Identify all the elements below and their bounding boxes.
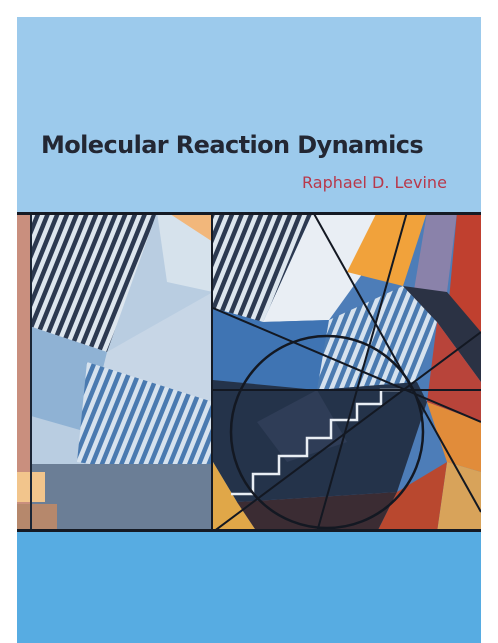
book-author: Raphael D. Levine — [302, 173, 447, 192]
cover-bottom-band — [17, 532, 481, 643]
book-cover: Molecular Reaction Dynamics Raphael D. L… — [17, 17, 481, 643]
book-title: Molecular Reaction Dynamics — [41, 131, 424, 159]
cover-artwork — [17, 212, 481, 532]
art-right-panel — [213, 212, 481, 532]
art-left-panel — [17, 212, 213, 532]
